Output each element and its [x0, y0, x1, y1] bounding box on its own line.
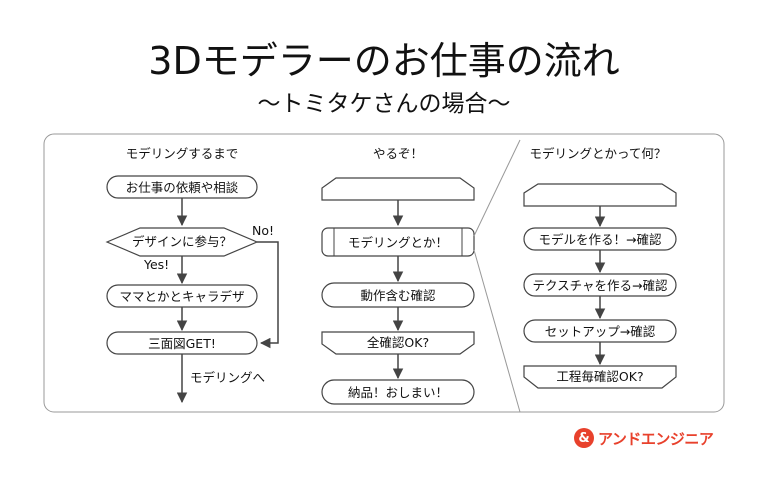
node-chara-design-label: ママとかとキャラデザ	[119, 289, 244, 304]
node-make-model-label: モデルを作る！→確認	[539, 232, 662, 247]
to-modeling-label: モデリングへ	[190, 370, 265, 385]
no-label: No!	[252, 223, 274, 238]
expand-line-top	[473, 139, 521, 237]
right-column-heading: モデリングとかって何？	[530, 146, 667, 161]
no-bypass-path	[257, 241, 279, 349]
node-motion-check-label: 動作含む確認	[360, 288, 436, 303]
node-all-check-label: 全確認OK?	[367, 335, 429, 350]
diagram-frame	[43, 133, 725, 413]
page-title: 3Dモデラーのお仕事の流れ	[148, 39, 620, 83]
expand-line-bottom	[473, 249, 521, 413]
left-column-heading: モデリングするまで	[126, 146, 239, 161]
yes-label: Yes!	[143, 257, 169, 272]
node-modeling-label: モデリングとか！	[348, 235, 448, 250]
node-setup-label: セットアップ→確認	[545, 324, 656, 339]
brand-logo: & アンドエンジニア	[574, 427, 714, 449]
node-make-texture-label: テクスチャを作る→確認	[533, 278, 668, 293]
node-step-check	[523, 365, 677, 389]
decision-design-label: デザインに参与？	[132, 234, 232, 249]
node-three-view-label: 三面図GET!	[148, 336, 216, 351]
brand-logo-text: アンドエンジニア	[598, 429, 714, 448]
node-all-check	[321, 331, 475, 355]
right-start-shape	[523, 183, 677, 207]
node-delivery	[321, 379, 475, 405]
node-request-label: お仕事の依頼や相談	[126, 180, 239, 195]
brand-logo-icon: &	[574, 428, 594, 448]
node-delivery-label: 納品！おしまい！	[348, 385, 448, 400]
middle-column-heading: やるぞ！	[373, 146, 423, 161]
page-subtitle: 〜トミタケさんの場合〜	[257, 91, 511, 117]
node-step-check-label: 工程毎確認OK?	[556, 369, 643, 384]
middle-start-shape	[321, 177, 475, 201]
